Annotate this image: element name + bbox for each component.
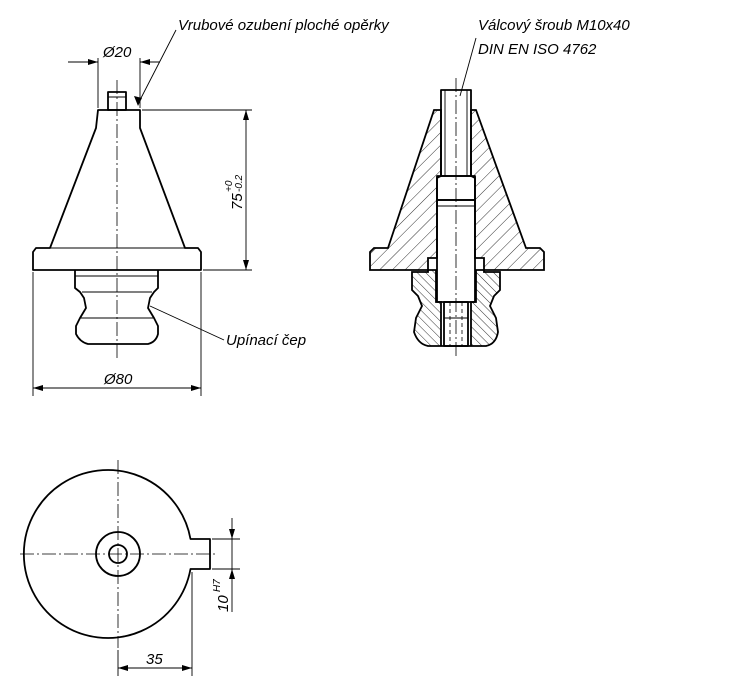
cone-top-left <box>95 109 99 129</box>
label-screw-line1: Válcový šroub M10x40 <box>478 17 630 34</box>
dim-height-tol-lower: -0.2 <box>234 174 245 192</box>
label-screw-line2: DIN EN ISO 4762 <box>478 41 597 58</box>
section-view: Válcový šroub M10x40 DIN EN ISO 4762 <box>369 17 630 358</box>
top-view: 10 H7 35 <box>20 460 240 676</box>
dim-slot-offset: 35 <box>146 651 163 668</box>
serration-leader <box>139 29 177 101</box>
clamping-pin-outline <box>74 270 159 345</box>
label-serration: Vrubové ozubení ploché opěrky <box>178 17 390 34</box>
dim-top-diameter: Ø20 <box>102 44 132 61</box>
dim-base-diameter: Ø80 <box>103 371 133 388</box>
dim-height: 75 <box>229 193 246 210</box>
top-view-outline <box>22 469 211 639</box>
label-clamping-pin: Upínací čep <box>226 332 306 349</box>
front-view: Ø20 Vrubové ozubení ploché opěrky 75 +0 … <box>32 17 390 396</box>
section-body-left <box>369 109 442 271</box>
dim-slot-tolerance: H7 <box>212 579 223 592</box>
section-body-right <box>470 109 545 271</box>
section-pin <box>411 269 501 347</box>
clamping-pin-leader <box>149 305 225 341</box>
screw-leader <box>459 37 477 97</box>
dim-height-tol-upper: +0 <box>224 180 235 192</box>
dim-slot-width: 10 <box>215 595 232 612</box>
